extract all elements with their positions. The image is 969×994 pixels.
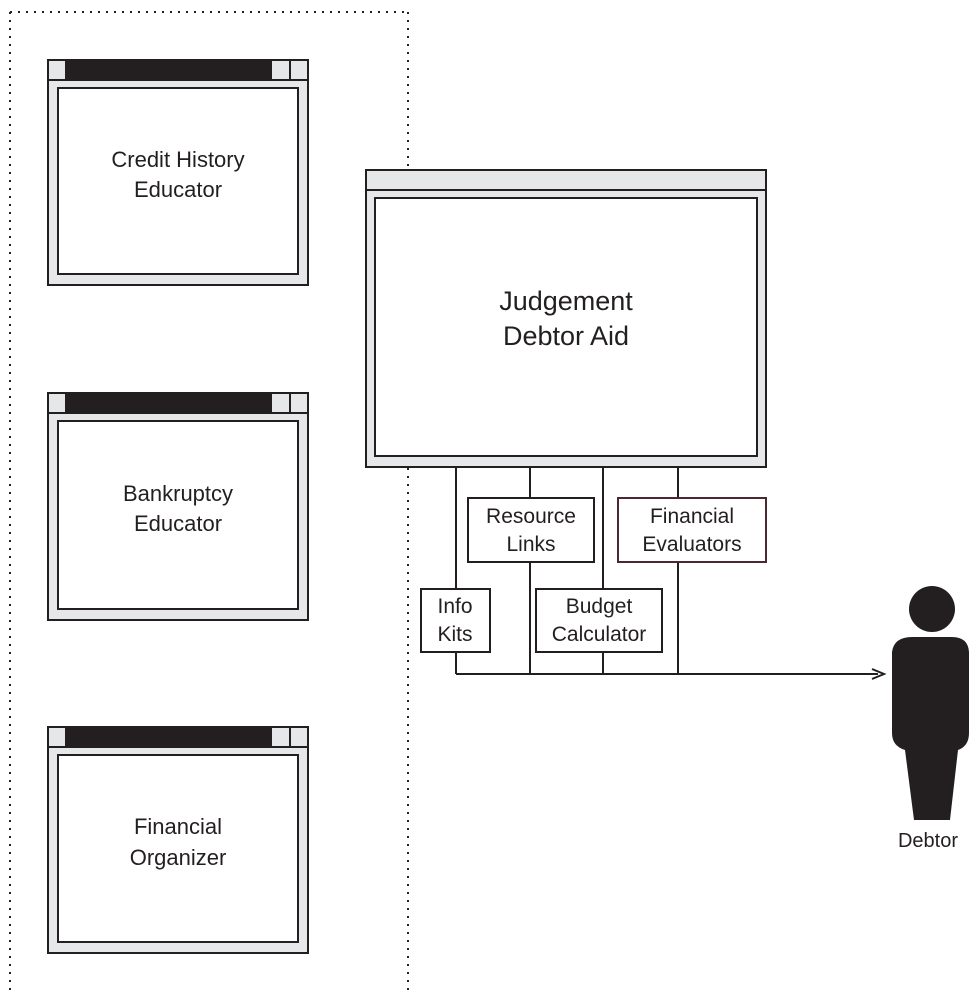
component-label-line2: Links [506,533,555,556]
arrowhead-icon [871,668,887,680]
component-budget-calculator: Budget Calculator [535,588,663,653]
component-label-line1: Budget [566,595,633,618]
window-title-line2: Organizer [130,845,227,870]
window-financial-organizer: Financial Organizer [47,726,309,954]
window-title-line1: Financial [134,814,222,839]
window-judgement-debtor-aid: Judgement Debtor Aid [365,169,767,468]
main-window-title-line1: Judgement [499,286,633,316]
window-title-line1: Credit History [111,147,244,172]
component-label-line2: Kits [437,623,472,646]
window-credit-history-educator: Credit History Educator [47,59,309,286]
window-title-line2: Educator [134,177,222,202]
debtor-person-icon [892,586,969,820]
window-bankruptcy-educator: Bankruptcy Educator [47,392,309,621]
component-financial-evaluators: Financial Evaluators [617,497,767,563]
component-resource-links: Resource Links [467,497,595,563]
window-title-line2: Educator [134,511,222,536]
component-label-line1: Resource [486,505,576,528]
component-label-line1: Info [437,595,472,618]
component-label-line2: Calculator [552,623,647,646]
component-label-line2: Evaluators [642,533,741,556]
debtor-label: Debtor [898,830,958,852]
component-label-line1: Financial [650,505,734,528]
component-info-kits: Info Kits [420,588,491,653]
main-window-title-line2: Debtor Aid [503,321,629,351]
window-title-line1: Bankruptcy [123,481,233,506]
